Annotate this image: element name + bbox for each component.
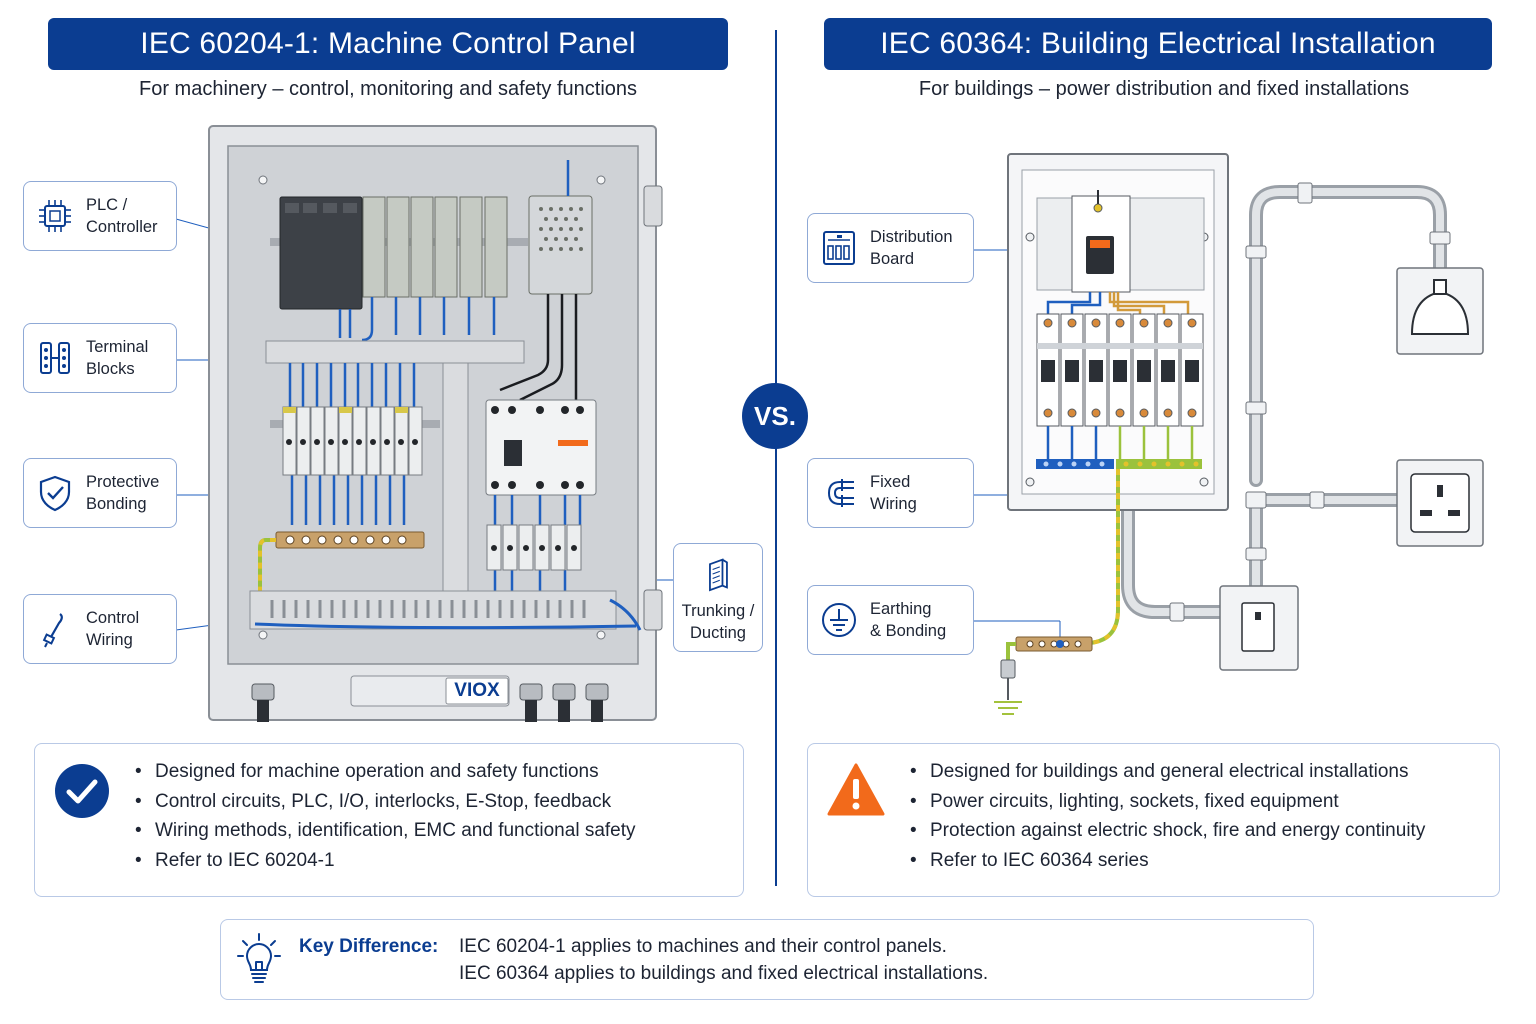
callout-trunking-ducting: Trunking /Ducting [673,543,763,652]
list-item: Refer to IEC 60364 series [910,846,1425,876]
list-item: Control circuits, PLC, I/O, interlocks, … [135,787,636,817]
left-bullet-list: Designed for machine operation and safet… [135,757,636,875]
brand-label: VIOX [454,680,500,701]
list-item: Wiring methods, identification, EMC and … [135,816,636,846]
conduit-icon [827,479,854,507]
list-item: Designed for buildings and general elect… [910,757,1425,787]
right-subtitle: For buildings – power distribution and f… [918,78,1410,100]
callout-label: Earthing& Bonding [870,600,947,640]
key-difference-title: Key Difference: [299,936,439,957]
callout-label: PLC /Controller [86,196,158,236]
key-difference-line-1: IEC 60204-1 applies to machines and thei… [459,936,947,957]
right-info-box: Designed for buildings and general elect… [807,743,1500,897]
left-info-box: Designed for machine operation and safet… [34,743,744,897]
checkmark-circle-icon [55,764,109,818]
left-subtitle: For machinery – control, monitoring and … [138,78,638,100]
callout-label: Trunking /Ducting [681,601,755,642]
callout-earthing-bonding: Earthing& Bonding [807,585,974,655]
right-title-banner: IEC 60364: Building Electrical Installat… [824,18,1492,70]
cable-icon [42,613,63,648]
chip-icon [39,200,71,232]
warning-triangle-icon [827,763,885,816]
terminal-block-icon [40,342,70,374]
left-title-banner: IEC 60204-1: Machine Control Panel [48,18,728,70]
distribution-board-icon [823,231,855,265]
list-item: Protection against electric shock, fire … [910,816,1425,846]
earth-icon [822,603,856,637]
vs-label: VS. [754,400,796,431]
lightbulb-icon [237,933,281,983]
list-item: Refer to IEC 60204-1 [135,846,636,876]
left-title: IEC 60204-1: Machine Control Panel [140,27,636,60]
list-item: Power circuits, lighting, sockets, fixed… [910,787,1425,817]
right-title: IEC 60364: Building Electrical Installat… [880,27,1436,60]
callout-plc-controller: PLC /Controller [23,181,177,251]
key-difference-box: Key Difference: IEC 60204-1 applies to m… [220,919,1314,1000]
center-divider [775,30,777,886]
vs-badge: VS. [742,383,808,449]
duct-icon [709,557,728,591]
list-item: Designed for machine operation and safet… [135,757,636,787]
right-bullet-list: Designed for buildings and general elect… [910,757,1425,875]
key-difference-line-2: IEC 60364 applies to buildings and fixed… [459,963,989,984]
shield-check-icon [39,475,71,512]
